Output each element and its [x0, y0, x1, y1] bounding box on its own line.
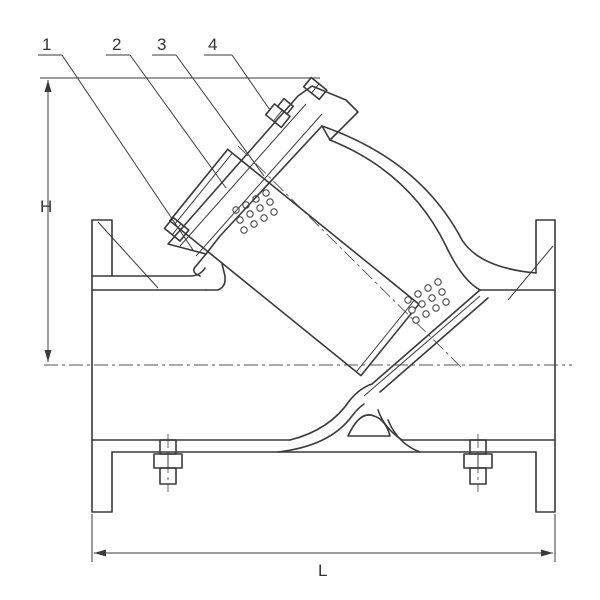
dimension-l: L: [91, 514, 556, 580]
strainer-screen: [168, 148, 420, 377]
part-label-3: 3: [157, 35, 166, 54]
cover-bolt-lower: [163, 216, 190, 242]
cover-bolt-top: [302, 76, 328, 101]
dimension-l-label: L: [318, 561, 327, 580]
flange-bolt-right: [463, 439, 493, 485]
part-label-4: 4: [208, 35, 217, 54]
dimension-h: H: [40, 77, 320, 362]
screen-perforations: [232, 189, 450, 324]
leader-lines: [38, 54, 271, 251]
part-label-1: 1: [42, 35, 51, 54]
dimension-h-label: H: [40, 197, 52, 216]
valve-body: [91, 125, 556, 513]
flange-bolt-left: [153, 439, 183, 485]
part-label-2: 2: [112, 35, 121, 54]
cover-bolt-upper: [264, 97, 295, 129]
cover-flange: [167, 85, 359, 277]
